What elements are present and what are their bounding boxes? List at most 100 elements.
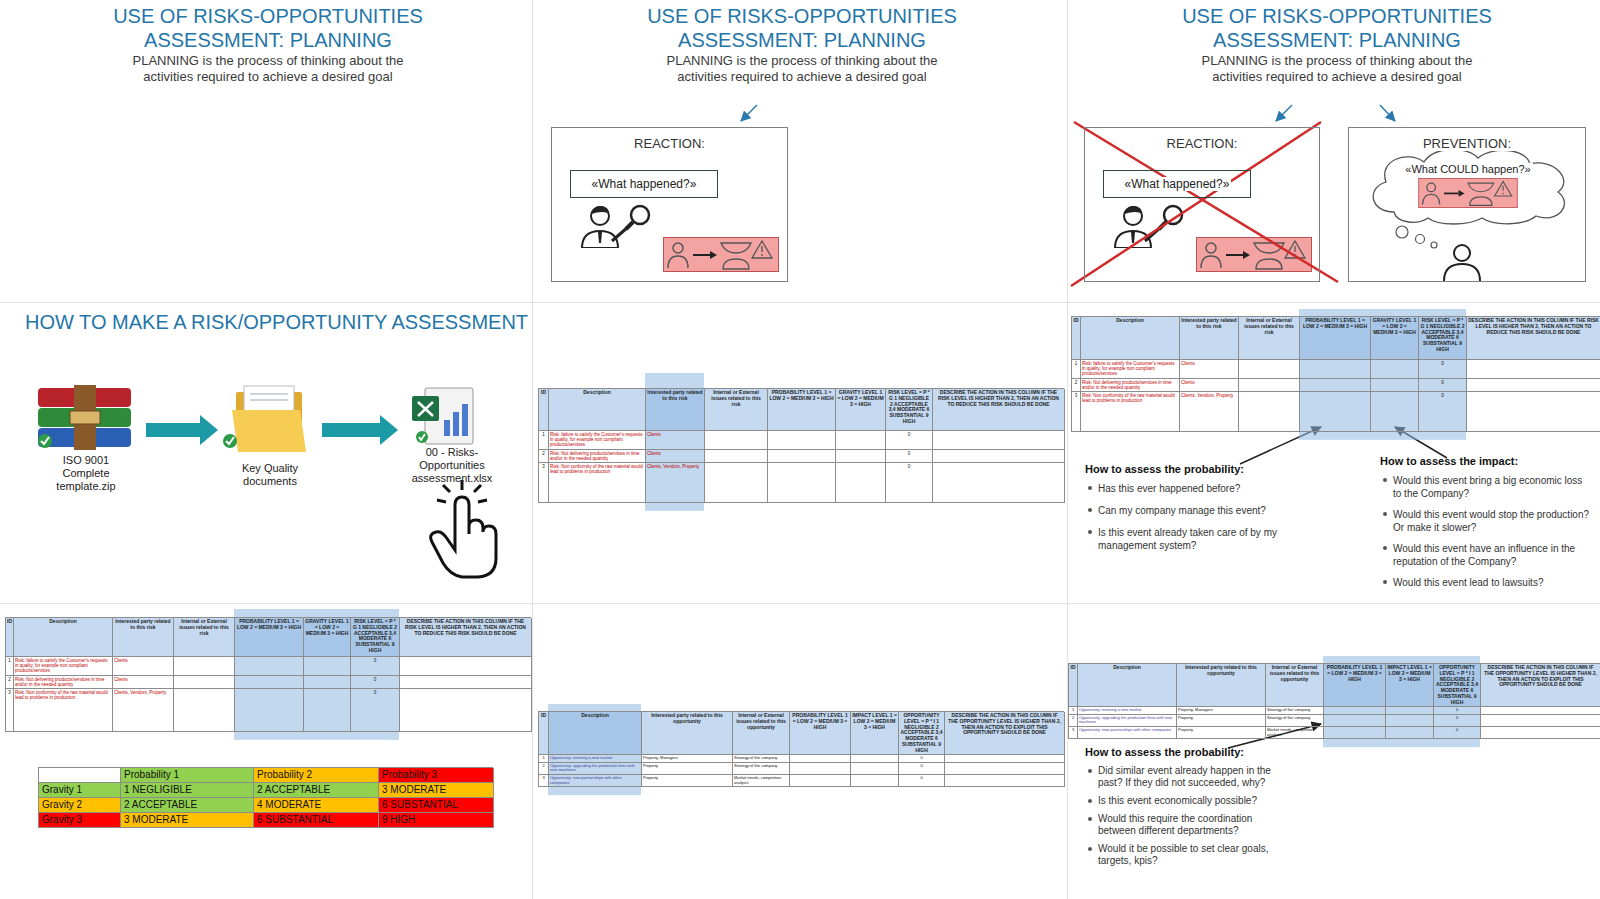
empty-cell	[933, 450, 1065, 463]
slide-title: USE OF RISKS-OPPORTUNITIES ASSESSMENT: P…	[98, 4, 438, 52]
table-cell: 1	[539, 755, 549, 763]
empty-cell	[304, 657, 351, 676]
empty-cell	[400, 676, 532, 689]
table-cell: Strategy of the company	[733, 763, 790, 775]
table-header-cell: IMPACT LEVEL 1 = LOW 2 = MEDIUM 3 = HIGH	[851, 712, 899, 755]
pointer-arrow	[1276, 105, 1292, 121]
empty-cell	[1324, 715, 1386, 727]
node-label: Key Quality documents	[229, 462, 311, 488]
table-header-cell: Interested party related to this opportu…	[642, 712, 733, 755]
table-cell: Risk: Non conformity of the raw material…	[14, 689, 113, 732]
empty-cell	[1467, 379, 1600, 392]
table-cell: Clients	[646, 450, 705, 463]
empty-cell	[1386, 715, 1434, 727]
column-highlight	[1299, 309, 1466, 440]
empty-cell	[1300, 379, 1371, 392]
table-cell: Strategy of the company	[733, 755, 790, 763]
slide-title: USE OF RISKS-OPPORTUNITIES ASSESSMENT: P…	[632, 4, 972, 52]
matrix-cell: Gravity 1	[39, 783, 121, 798]
bullet-list: Has this ever happened before?Can my com…	[1085, 482, 1290, 552]
bullet-item: Is this event already taken care of by m…	[1085, 526, 1290, 552]
empty-cell	[933, 431, 1065, 450]
table-cell: 1	[1072, 360, 1081, 379]
table-header-cell: Interested party related to this opportu…	[1177, 664, 1266, 707]
spreadsheet-table: IDDescriptionInterested party related to…	[538, 388, 1064, 503]
empty-cell	[945, 755, 1065, 763]
table-header-cell: ID	[539, 389, 549, 431]
node-label: ISO 9001 Complete template.zip	[45, 454, 127, 493]
table-header-cell: ID	[1069, 664, 1078, 707]
table-cell: 2	[6, 676, 14, 689]
matrix-cell: 2 ACCEPTABLE	[254, 783, 379, 798]
section-heading: How to assess the impact:	[1380, 454, 1590, 468]
table-header-cell: Description	[1078, 664, 1177, 707]
bullet-item: Would this event bring a big economic lo…	[1380, 474, 1592, 500]
table-header-cell: ID	[1072, 317, 1081, 360]
node-label: PREVENTION:	[1420, 136, 1514, 151]
column-highlight	[645, 373, 704, 511]
matrix-cell: 6 SUBSTANTIAL	[254, 813, 379, 828]
bullet-item: Would this event have an influence in th…	[1380, 542, 1592, 568]
prevention-box: PREVENTION:«What COULD happen?»	[1348, 127, 1586, 282]
empty-cell	[1481, 715, 1600, 727]
empty-cell	[235, 657, 304, 676]
empty-cell	[768, 431, 836, 450]
table-cell: Opportunity: entering a new market	[1078, 707, 1177, 715]
table-cell: 0	[351, 689, 400, 732]
table-cell: Risk: failure to satisfy the Customer's …	[549, 431, 646, 450]
table-cell: 2	[1069, 715, 1078, 727]
node-label: «What happened?»	[1123, 177, 1232, 191]
table-cell: 0	[899, 763, 945, 775]
empty-cell	[400, 689, 532, 732]
table-cell: Clients	[113, 676, 174, 689]
table-cell: Property, Managers	[1177, 707, 1266, 715]
empty-cell	[39, 768, 121, 783]
empty-cell	[1371, 379, 1419, 392]
table-cell: Opportunity: entering a new market	[549, 755, 642, 763]
table-cell: 3	[1069, 727, 1078, 739]
empty-cell	[1371, 360, 1419, 379]
table-header-cell: PROBABILITY LEVEL 1 = LOW 2 = MEDIUM 3 =…	[235, 618, 304, 657]
matrix-cell: 4 MODERATE	[254, 798, 379, 813]
table-cell: 0	[351, 657, 400, 676]
matrix-cell: 9 HIGH	[379, 813, 494, 828]
table-header-cell: DESCRIBE THE ACTION IN THIS COLUMN IF TH…	[945, 712, 1065, 755]
empty-cell	[1300, 392, 1371, 432]
reaction-box: REACTION:«What happened?»	[551, 127, 788, 282]
table-cell: Opportunity: new partnerships with other…	[1078, 727, 1177, 739]
empty-cell	[768, 463, 836, 503]
table-cell: Clients, Vendors, Property	[1180, 392, 1239, 432]
empty-cell	[705, 463, 768, 503]
table-cell: Clients	[1180, 379, 1239, 392]
table-cell: 1	[6, 657, 14, 676]
table-header-cell: Internal or External issues related to t…	[1266, 664, 1324, 707]
table-header-cell: OPPORTUNITY LEVEL = P * I 1 NEGLIGIBLE 2…	[1434, 664, 1481, 707]
empty-cell	[1239, 392, 1300, 432]
bullet-item: Would this event lead to lawsuits?	[1380, 576, 1592, 589]
empty-cell	[836, 450, 886, 463]
table-cell: 3	[1072, 392, 1081, 432]
bullet-item: Would this event would stop the producti…	[1380, 508, 1592, 534]
table-header-cell: ID	[6, 618, 14, 657]
empty-cell	[705, 431, 768, 450]
table-cell: Clients	[1180, 360, 1239, 379]
risk-matrix: Probability 1Probability 2Probability 3G…	[38, 767, 493, 828]
table-cell: 1	[1069, 707, 1078, 715]
accident-scene	[664, 238, 779, 272]
empty-cell	[304, 676, 351, 689]
spreadsheet-table: IDDescriptionInterested party related to…	[5, 617, 531, 732]
matrix-cell: Gravity 3	[39, 813, 121, 828]
table-cell: Property	[1177, 715, 1266, 727]
excel-file-icon	[412, 388, 473, 444]
table-header-cell: RISK LEVEL = P * G 1 NEGLIGIBLE 2 ACCEPT…	[1419, 317, 1467, 360]
folder-icon	[223, 386, 306, 452]
empty-cell	[851, 775, 899, 787]
table-cell: 0	[886, 463, 933, 503]
table-header-cell: GRAVITY LEVEL 1 = LOW 2 = MEDIUM 3 = HIG…	[836, 389, 886, 431]
table-cell: Risk: Non conformity of the raw material…	[549, 463, 646, 503]
empty-cell	[1386, 707, 1434, 715]
table-header-cell: PROBABILITY LEVEL 1 = LOW 2 = MEDIUM 3 =…	[1324, 664, 1386, 707]
empty-cell	[174, 657, 235, 676]
table-cell: Risk: failure to satisfy the Customer's …	[14, 657, 113, 676]
